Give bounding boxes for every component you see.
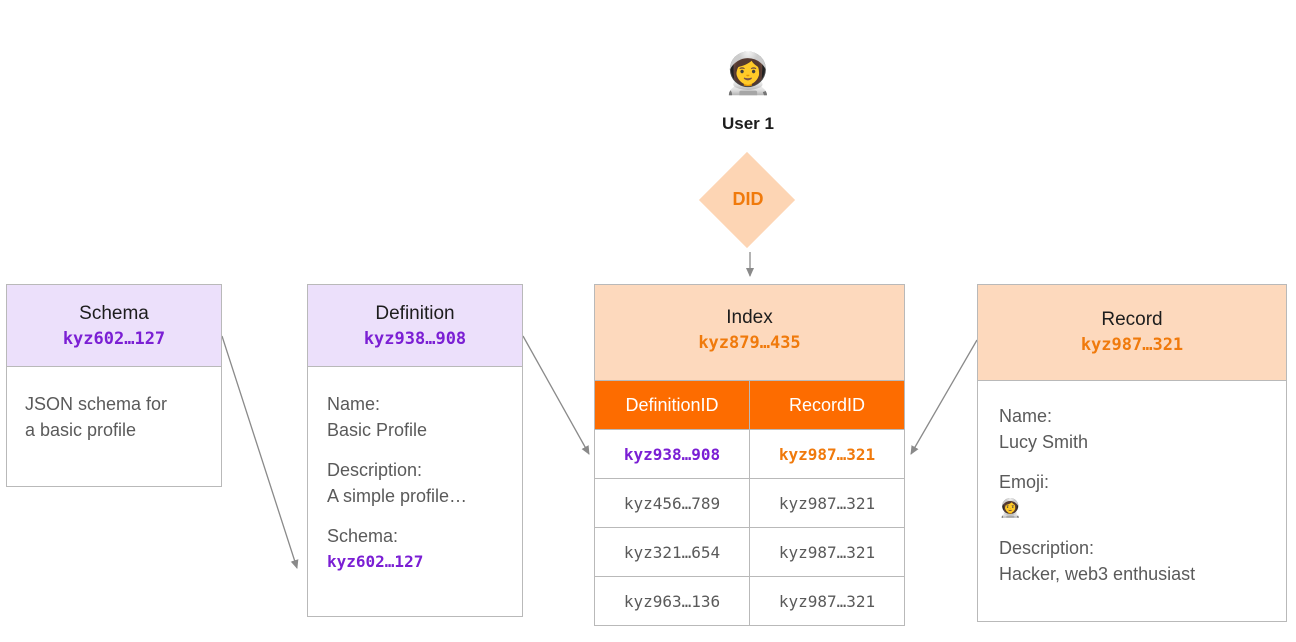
definition-box: Definition kyz938…908 Name: Basic Profil… xyxy=(307,284,523,617)
definition-schema-value: kyz602…127 xyxy=(327,552,424,571)
table-cell: kyz987…321 xyxy=(749,527,905,577)
definition-name-label: Name: xyxy=(327,394,381,414)
definition-desc-value: A simple profile… xyxy=(327,486,468,506)
record-emoji-icon: 👩‍🚀 xyxy=(999,498,1022,518)
table-cell: kyz938…908 xyxy=(594,429,750,479)
index-title: Index xyxy=(726,307,773,328)
column-header-recordid: RecordID xyxy=(749,380,905,430)
schema-header: Schema kyz602…127 xyxy=(7,285,221,367)
record-to-index-arrow xyxy=(910,339,978,455)
index-box: Index kyz879…435 DefinitionID RecordID k… xyxy=(594,284,905,626)
table-cell: kyz321…654 xyxy=(594,527,750,577)
record-box: Record kyz987…321 Name: Lucy Smith Emoji… xyxy=(977,284,1287,622)
astronaut-icon: 👩‍🚀 xyxy=(723,52,773,96)
definition-body: Name: Basic Profile Description: A simpl… xyxy=(327,391,467,589)
user-node: 👩‍🚀 User 1 xyxy=(648,50,848,134)
table-cell: kyz456…789 xyxy=(594,478,750,528)
definition-schema-label: Schema: xyxy=(327,526,399,546)
schema-title: Schema xyxy=(79,303,149,324)
record-desc-label: Description: xyxy=(999,538,1095,558)
definition-header: Definition kyz938…908 xyxy=(308,285,522,367)
table-cell: kyz987…321 xyxy=(749,576,905,626)
schema-box: Schema kyz602…127 JSON schema for a basi… xyxy=(6,284,222,487)
record-id: kyz987…321 xyxy=(1080,335,1184,355)
schema-body-line: a basic profile xyxy=(25,420,137,440)
table-row: kyz963…136 kyz987…321 xyxy=(594,576,905,626)
schema-id: kyz602…127 xyxy=(62,329,166,349)
record-name-label: Name: xyxy=(999,406,1053,426)
index-table-header-row: DefinitionID RecordID xyxy=(594,380,905,430)
index-id: kyz879…435 xyxy=(698,333,801,353)
record-emoji-label: Emoji: xyxy=(999,472,1050,492)
column-header-definitionid: DefinitionID xyxy=(594,380,750,430)
definition-desc-label: Description: xyxy=(327,460,423,480)
schema-body: JSON schema for a basic profile xyxy=(25,391,167,443)
definition-title: Definition xyxy=(375,303,455,324)
table-row: kyz938…908 kyz987…321 xyxy=(594,429,905,479)
definition-to-index-arrow xyxy=(522,335,590,455)
record-header: Record kyz987…321 xyxy=(978,285,1286,381)
table-row: kyz321…654 kyz987…321 xyxy=(594,527,905,577)
table-cell: kyz987…321 xyxy=(749,429,905,479)
user-name: User 1 xyxy=(722,114,774,133)
index-table: DefinitionID RecordID kyz938…908 kyz987…… xyxy=(594,380,905,626)
record-title: Record xyxy=(1101,309,1163,330)
record-name-value: Lucy Smith xyxy=(999,432,1089,452)
schema-body-line: JSON schema for xyxy=(25,394,168,414)
definition-name-value: Basic Profile xyxy=(327,420,428,440)
record-body: Name: Lucy Smith Emoji: 👩‍🚀 Description:… xyxy=(999,403,1195,601)
table-cell: kyz963…136 xyxy=(594,576,750,626)
definition-id: kyz938…908 xyxy=(363,329,467,349)
table-row: kyz456…789 kyz987…321 xyxy=(594,478,905,528)
schema-to-definition-arrow xyxy=(221,335,299,569)
record-desc-value: Hacker, web3 enthusiast xyxy=(999,564,1196,584)
table-cell: kyz987…321 xyxy=(749,478,905,528)
did-label: DID xyxy=(732,189,764,209)
index-header: Index kyz879…435 xyxy=(594,284,905,380)
